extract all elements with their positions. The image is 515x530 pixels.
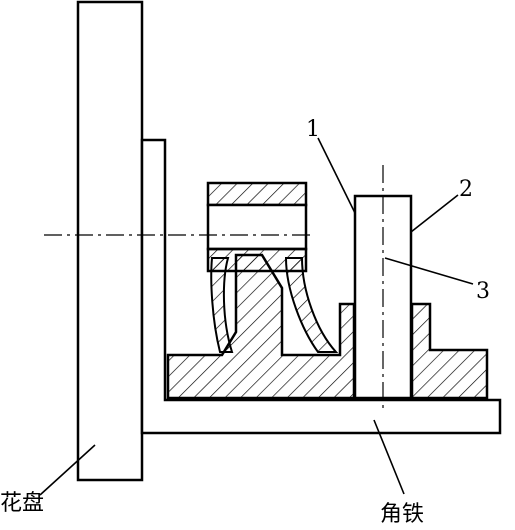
- leader-angle-iron: [373, 419, 405, 495]
- bore-boss-bottom: [206, 247, 308, 273]
- workpiece-web: [210, 257, 234, 353]
- workpiece-web-right: [284, 257, 339, 353]
- faceplate: [76, 0, 144, 482]
- callout-1-label: 1: [306, 117, 320, 142]
- workpiece-base: [166, 253, 356, 400]
- callout-2-label: 2: [459, 177, 473, 202]
- bore-hole: [206, 203, 308, 251]
- angle-iron: [140, 138, 502, 435]
- leader-2: [410, 194, 459, 233]
- faceplate-label: 花盘: [0, 491, 44, 516]
- callout-3-label: 3: [476, 279, 490, 304]
- workpiece-right-boss: [410, 302, 489, 400]
- bore-boss-top: [206, 181, 308, 207]
- leader-3: [384, 257, 474, 285]
- angle-iron-label: 角铁: [380, 502, 424, 527]
- leader-faceplate: [39, 444, 96, 496]
- leader-1: [317, 137, 356, 214]
